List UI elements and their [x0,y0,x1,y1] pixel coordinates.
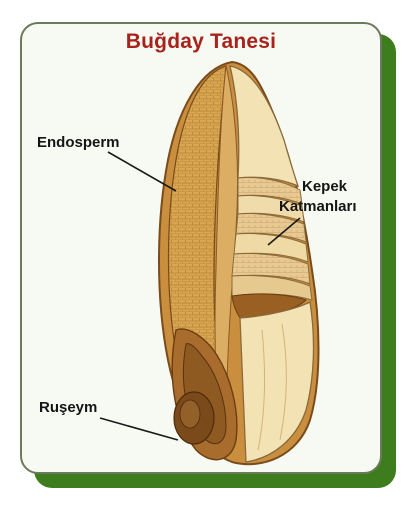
germ-leader-line [100,418,178,440]
bran-lower-sheet [240,302,313,462]
label-bran-line1: Kepek [302,178,347,195]
label-endosperm: Endosperm [37,134,120,151]
label-germ: Ruşeym [39,399,97,416]
diagram-title: Buğday Tanesi [20,30,382,54]
label-bran-line2: Katmanları [279,198,357,215]
bran-top-sheet [230,66,298,186]
